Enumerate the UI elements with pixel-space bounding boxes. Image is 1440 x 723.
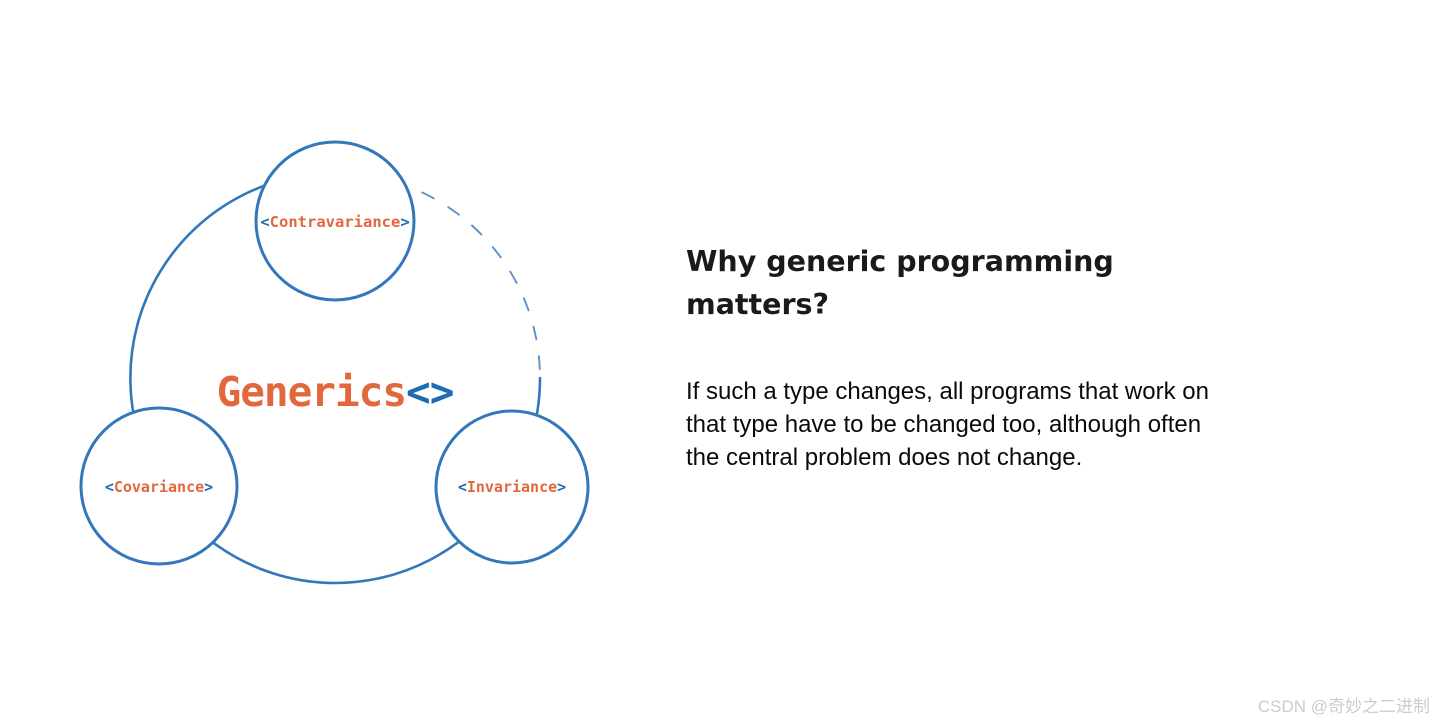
heading-line: Why generic programming [686, 245, 1114, 278]
body-line: that type have to be changed too, althou… [686, 411, 1202, 438]
slide-body-paragraph: If such a type changes, all programs tha… [686, 375, 1326, 474]
body-line: the central problem does not change. [686, 444, 1083, 471]
node-circle-contravariance [254, 140, 416, 302]
node-label-invariance: <Invariance> [458, 478, 566, 496]
node-circle-invariance [434, 409, 590, 565]
node-label-covariance: <Covariance> [105, 478, 213, 496]
node-circle-covariance [79, 406, 239, 566]
body-line: If such a type changes, all programs tha… [686, 378, 1209, 405]
generics-diagram: <Contravariance> <Covariance> <Invarianc… [79, 140, 590, 585]
csdn-watermark: CSDN @奇妙之二进制 [1257, 697, 1430, 716]
text-column: Why generic programming matters? If such… [686, 240, 1326, 474]
outer-circle-dashed-arc [334, 172, 541, 379]
node-label-contravariance: <Contravariance> [260, 213, 409, 231]
diagram-center-title: Generics<> [217, 368, 454, 416]
slide-heading: Why generic programming matters? [686, 240, 1326, 326]
heading-line: matters? [686, 288, 830, 321]
